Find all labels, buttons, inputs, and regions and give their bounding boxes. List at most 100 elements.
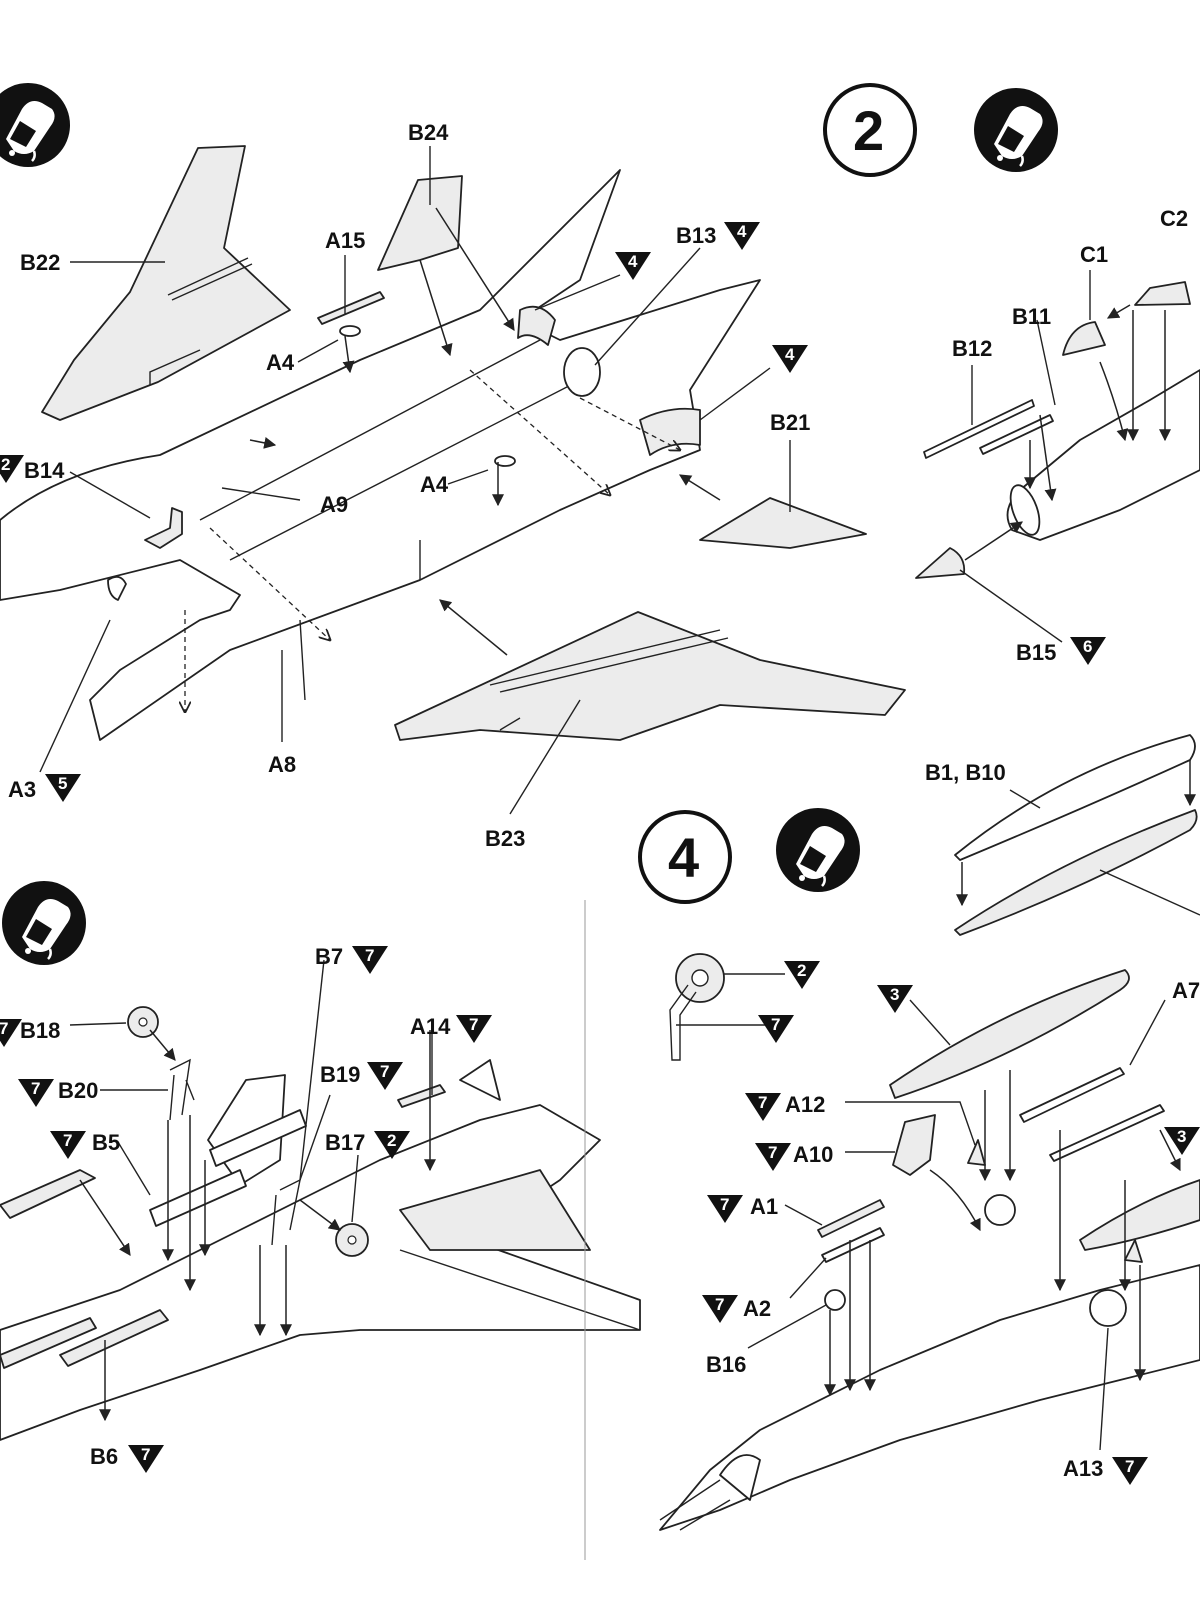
callout-a12-color: 7	[745, 1093, 781, 1121]
callout-a14-color: 7	[456, 1015, 492, 1043]
label-a3: A3	[8, 777, 36, 802]
callout-b17-color: 2	[374, 1131, 410, 1159]
svg-text:7: 7	[768, 1143, 777, 1162]
part-a4-top	[339, 325, 361, 337]
label-a2: A2	[743, 1296, 771, 1321]
label-b23: B23	[485, 826, 525, 851]
svg-text:7: 7	[1125, 1457, 1134, 1476]
callout-wheel-color-7: 7	[758, 1015, 794, 1043]
callout-b14-color: 2	[0, 455, 24, 483]
part-b16-wheel	[824, 1289, 846, 1311]
part-b23-wing	[394, 611, 906, 741]
svg-text:4: 4	[785, 345, 795, 364]
callout-tank-color-3b: 3	[1164, 1127, 1200, 1155]
step-3-undercarriage-assembly: B7 A14 B18 B19 B20 B5 B17 B6 7 7 7 7 7 7…	[0, 879, 641, 1473]
glue-bottle-icon	[0, 879, 88, 967]
part-b15-nose-cone	[915, 547, 966, 579]
part-a8-a9-fuselage	[0, 169, 761, 741]
svg-text:7: 7	[469, 1015, 478, 1034]
callout-b18-color: 7	[0, 1019, 22, 1047]
label-b11: B11	[1012, 304, 1051, 329]
label-a12: A12	[785, 1092, 825, 1117]
svg-text:4: 4	[737, 222, 747, 241]
part-tank-left	[149, 1169, 247, 1227]
part-a4-mid	[494, 455, 516, 467]
part-c2-canopy	[1134, 281, 1191, 306]
label-a13: A13	[1063, 1456, 1103, 1481]
part-b21-ventral-fin	[699, 497, 867, 549]
svg-text:7: 7	[771, 1015, 780, 1034]
step-1-fuselage-assembly: B22 B24 A15 B13 A4 A4 B21 B14 A9 A8 A3 B…	[0, 81, 906, 851]
callout-a1-color: 7	[707, 1195, 743, 1223]
step-4-circle	[638, 810, 732, 904]
svg-text:7: 7	[380, 1062, 389, 1081]
part-a12	[967, 1139, 986, 1166]
part-b11-rod	[979, 414, 1054, 455]
callout-b6-color: 7	[128, 1445, 164, 1473]
part-b1-b10-tank-upper	[954, 734, 1196, 861]
label-b17: B17	[325, 1130, 365, 1155]
callout-b7-color: 7	[352, 946, 388, 974]
part-b22-vertical-fin	[41, 145, 291, 421]
step-4-number: 4	[668, 826, 699, 889]
label-a4-mid: A4	[420, 472, 449, 497]
part-b5	[0, 1169, 96, 1219]
svg-text:7: 7	[0, 1019, 8, 1038]
callout-b15-color: 6	[1070, 637, 1106, 665]
part-b24-stabilizer	[377, 175, 463, 271]
label-b7: B7	[315, 944, 343, 969]
glue-bottle-icon	[774, 806, 862, 894]
part-tank-3b	[1079, 1179, 1200, 1251]
label-b22: B22	[20, 250, 60, 275]
glue-bottle-icon	[0, 81, 72, 169]
part-fuselage-underside	[0, 1104, 641, 1441]
svg-text:4: 4	[628, 252, 638, 271]
part-b14-bracket	[144, 507, 183, 549]
part-b1-b10-tank-lower	[954, 809, 1198, 936]
svg-text:7: 7	[141, 1445, 150, 1464]
svg-text:7: 7	[758, 1093, 767, 1112]
label-a14: A14	[410, 1014, 451, 1039]
callout-b20-color: 7	[18, 1079, 54, 1107]
part-fuselage-forward	[659, 1264, 1200, 1531]
label-b18: B18	[20, 1018, 60, 1043]
step-2-nose-assembly: 2 C2 C1 B11 B12 B15 6	[823, 83, 1200, 936]
callout-wheel-color-2: 2	[784, 961, 820, 989]
svg-text:6: 6	[1083, 637, 1092, 656]
part-a14	[397, 1084, 446, 1108]
label-b12: B12	[952, 336, 992, 361]
callout-b5-color: 7	[50, 1131, 86, 1159]
label-a10: A10	[793, 1142, 833, 1167]
glue-bottle-icon	[972, 86, 1060, 174]
label-b14: B14	[24, 458, 65, 483]
part-a15-rail	[317, 291, 385, 325]
label-a8: A8	[268, 752, 296, 777]
callout-a2-color: 7	[702, 1295, 738, 1323]
callout-b13-color: 4	[724, 222, 760, 250]
part-a3	[107, 575, 127, 601]
callout-a3-color: 5	[45, 774, 81, 802]
label-a4-top: A4	[266, 350, 295, 375]
part-b13-exhaust-ring	[563, 347, 601, 397]
label-b5: B5	[92, 1130, 120, 1155]
part-a7-missile	[1019, 1067, 1125, 1123]
callout-a13-color: 7	[1112, 1457, 1148, 1485]
svg-text:2: 2	[1, 455, 10, 474]
callout-flag-4a: 4	[615, 252, 651, 280]
svg-text:3: 3	[890, 985, 899, 1004]
part-a13-wheel	[1089, 1289, 1127, 1327]
label-b13: B13	[676, 223, 716, 248]
callout-b19-color: 7	[367, 1062, 403, 1090]
label-b19: B19	[320, 1062, 360, 1087]
label-b16: B16	[706, 1352, 746, 1377]
label-b6: B6	[90, 1444, 118, 1469]
label-a15: A15	[325, 228, 365, 253]
step-2-number: 2	[853, 99, 884, 162]
svg-text:5: 5	[58, 774, 67, 793]
svg-text:7: 7	[715, 1295, 724, 1314]
label-a9: A9	[320, 492, 348, 517]
step-2-circle	[823, 83, 917, 177]
callout-a10-color: 7	[755, 1143, 791, 1171]
label-c2: C2	[1160, 206, 1188, 231]
svg-text:7: 7	[365, 946, 374, 965]
